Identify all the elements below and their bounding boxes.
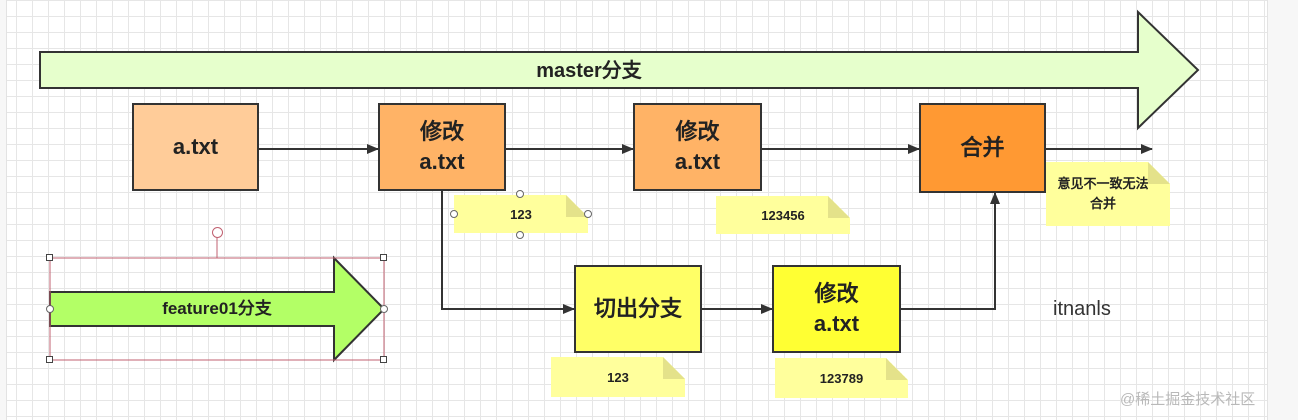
node-modify-3-line1: 修改 — [814, 281, 859, 306]
watermark: @稀土掘金技术社区 — [1120, 391, 1256, 408]
master-branch-label: master分支 — [536, 60, 642, 82]
node-merge-line1: 合并 — [960, 135, 1005, 160]
note-123789-text: 123789 — [819, 370, 864, 386]
connector-n2-n5 — [441, 191, 575, 314]
node-modify-3[interactable]: 修改 a.txt — [772, 265, 901, 353]
node-modify-3-line2: a.txt — [813, 311, 860, 336]
node-branch-out-line1: 切出分支 — [593, 296, 682, 321]
node-modify-1-line2: a.txt — [419, 149, 465, 174]
note-merge-conflict[interactable]: 意见不一致无法合并 — [1046, 162, 1170, 226]
side-text: itnanls — [1053, 298, 1111, 320]
resize-handle-bottom[interactable] — [516, 231, 524, 239]
resize-handle-tl[interactable] — [46, 254, 53, 261]
note-123456-text: 123456 — [761, 207, 805, 223]
canvas-right-scrollbar[interactable] — [1267, 0, 1298, 420]
feature-branch-arrow[interactable] — [49, 255, 386, 363]
node-a-txt[interactable]: a.txt — [132, 103, 259, 191]
note-123-a-text: 123 — [510, 206, 532, 222]
note-123-b-text: 123 — [607, 369, 629, 385]
note-123-b[interactable]: 123 — [551, 357, 685, 397]
resize-handle-bl[interactable] — [46, 356, 53, 363]
resize-handle-ml[interactable] — [46, 305, 54, 313]
note-123789[interactable]: 123789 — [775, 358, 908, 398]
note-merge-conflict-text: 意见不一致无法合并 — [1057, 176, 1149, 211]
node-modify-1[interactable]: 修改 a.txt — [378, 103, 506, 191]
feature-branch-label: feature01分支 — [162, 299, 272, 318]
node-modify-2[interactable]: 修改 a.txt — [633, 103, 762, 191]
resize-handle-tr[interactable] — [380, 254, 387, 261]
node-modify-1-line1: 修改 — [419, 119, 464, 144]
resize-handle-right[interactable] — [584, 210, 592, 218]
note-123-a[interactable]: 123 — [454, 195, 588, 233]
canvas-left-border — [0, 0, 7, 420]
node-a-txt-line1: a.txt — [172, 134, 219, 159]
resize-handle-left[interactable] — [450, 210, 458, 218]
rotate-handle[interactable] — [212, 227, 223, 238]
node-merge[interactable]: 合并 — [919, 103, 1046, 193]
master-branch-arrow[interactable] — [39, 9, 1200, 131]
node-branch-out[interactable]: 切出分支 — [574, 265, 702, 353]
resize-handle-br[interactable] — [380, 356, 387, 363]
connector-n6-n4 — [901, 192, 1000, 310]
node-modify-2-line1: 修改 — [675, 119, 720, 144]
note-123456[interactable]: 123456 — [716, 196, 850, 234]
node-modify-2-line2: a.txt — [674, 149, 721, 174]
resize-handle-mr[interactable] — [380, 305, 388, 313]
resize-handle-top[interactable] — [516, 190, 524, 198]
